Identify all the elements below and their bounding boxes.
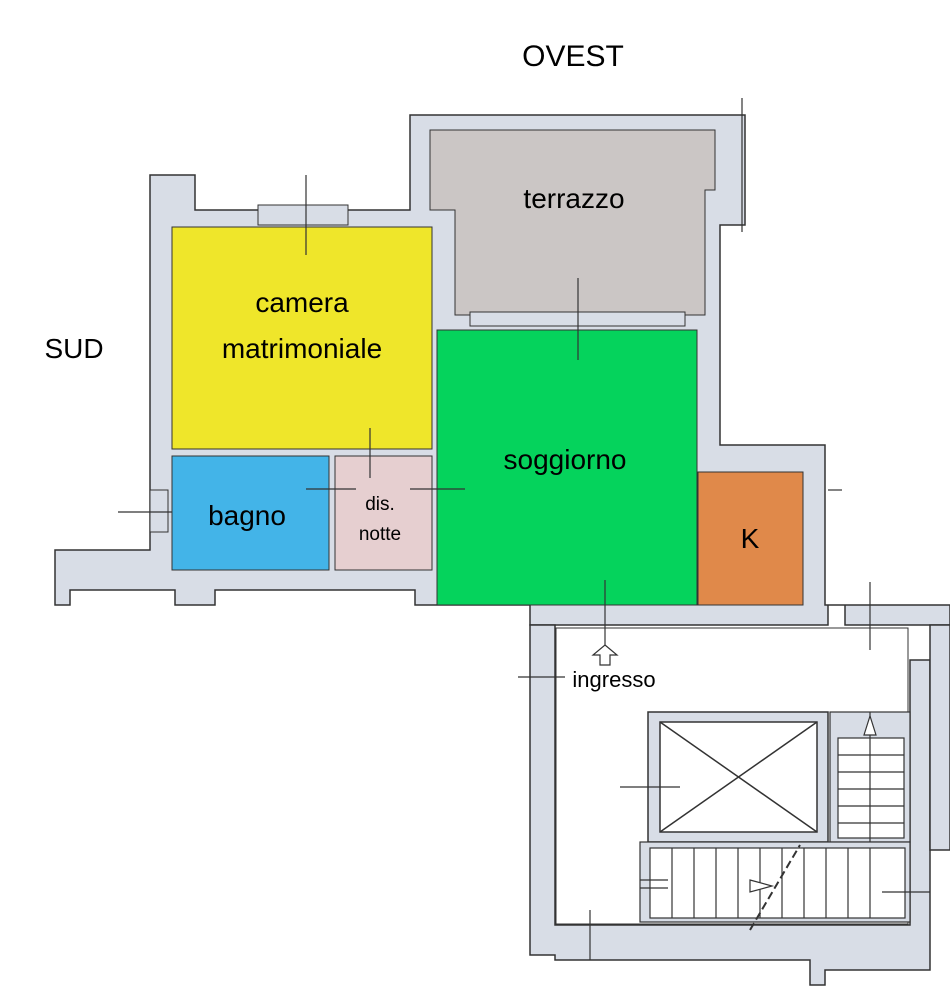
room-label-kitchen: K bbox=[741, 523, 760, 554]
axis-lines bbox=[118, 98, 930, 960]
staircase bbox=[639, 711, 911, 931]
room-label-master-bedroom-line1: camera bbox=[255, 287, 349, 318]
wall-right-edge bbox=[929, 624, 950, 851]
room-bathroom-fill bbox=[171, 455, 330, 571]
entrance-label: ingresso bbox=[572, 667, 655, 692]
room-night-hall-fill bbox=[334, 455, 433, 571]
room-label-master-bedroom-line2: matrimoniale bbox=[222, 333, 382, 364]
room-master-bedroom-fill bbox=[171, 226, 433, 450]
wall-stair-block bbox=[529, 624, 931, 986]
room-label-night-hall-line1: dis. bbox=[365, 494, 395, 515]
entrance-arrow-icon bbox=[591, 644, 619, 666]
compass-south-label: SUD bbox=[44, 333, 103, 364]
room-terrace-fill bbox=[429, 129, 716, 316]
lift bbox=[647, 711, 829, 843]
room-label-night-hall-line2: notte bbox=[359, 524, 401, 545]
compass-west-label: OVEST bbox=[522, 40, 624, 73]
room-label-terrace: terrazzo bbox=[523, 183, 624, 214]
room-living-fill bbox=[436, 329, 698, 606]
room-label-living-room: soggiorno bbox=[504, 444, 627, 475]
room-kitchen-fill bbox=[697, 471, 804, 606]
room-label-bathroom: bagno bbox=[208, 500, 286, 531]
